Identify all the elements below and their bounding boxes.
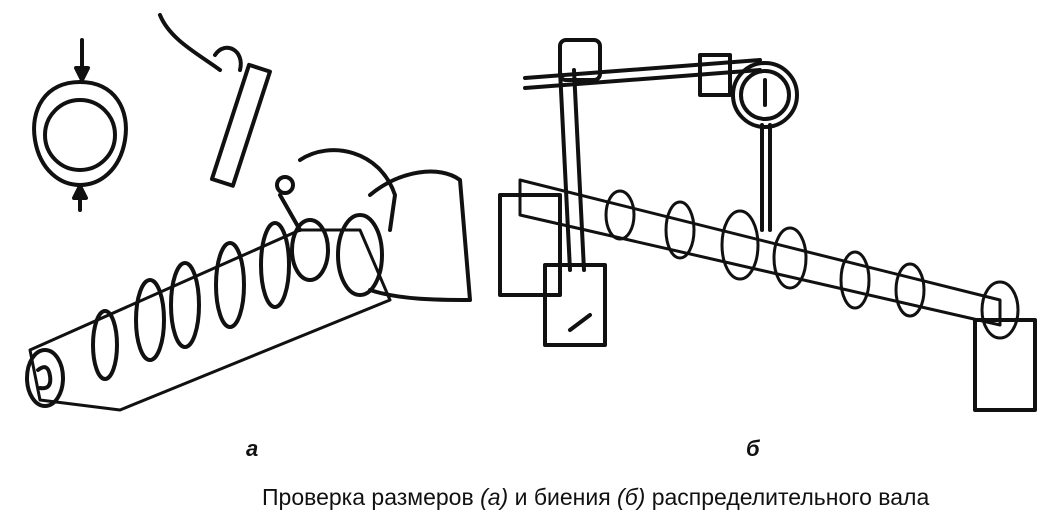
camshaft-a — [25, 213, 392, 412]
dial-indicator-setup — [498, 38, 1037, 412]
cam-profile-diagram — [32, 38, 128, 212]
camshaft-b — [518, 178, 1020, 340]
caption-text: Проверка размеров — [262, 484, 481, 510]
micrometer — [158, 13, 472, 302]
label-a: а — [246, 436, 259, 461]
caption-text: распределительного вала — [645, 484, 930, 510]
magnetic-base-1 — [543, 263, 607, 347]
caption-ref-b: (б) — [617, 484, 646, 510]
caption-text: и биения — [508, 484, 618, 510]
v-block-right — [973, 318, 1037, 412]
v-block-left — [498, 193, 562, 297]
label-b: б — [746, 436, 760, 461]
caption-ref-a: (а) — [480, 484, 509, 510]
figure-caption: Проверка размеров (а) и биения (б) распр… — [262, 484, 929, 511]
